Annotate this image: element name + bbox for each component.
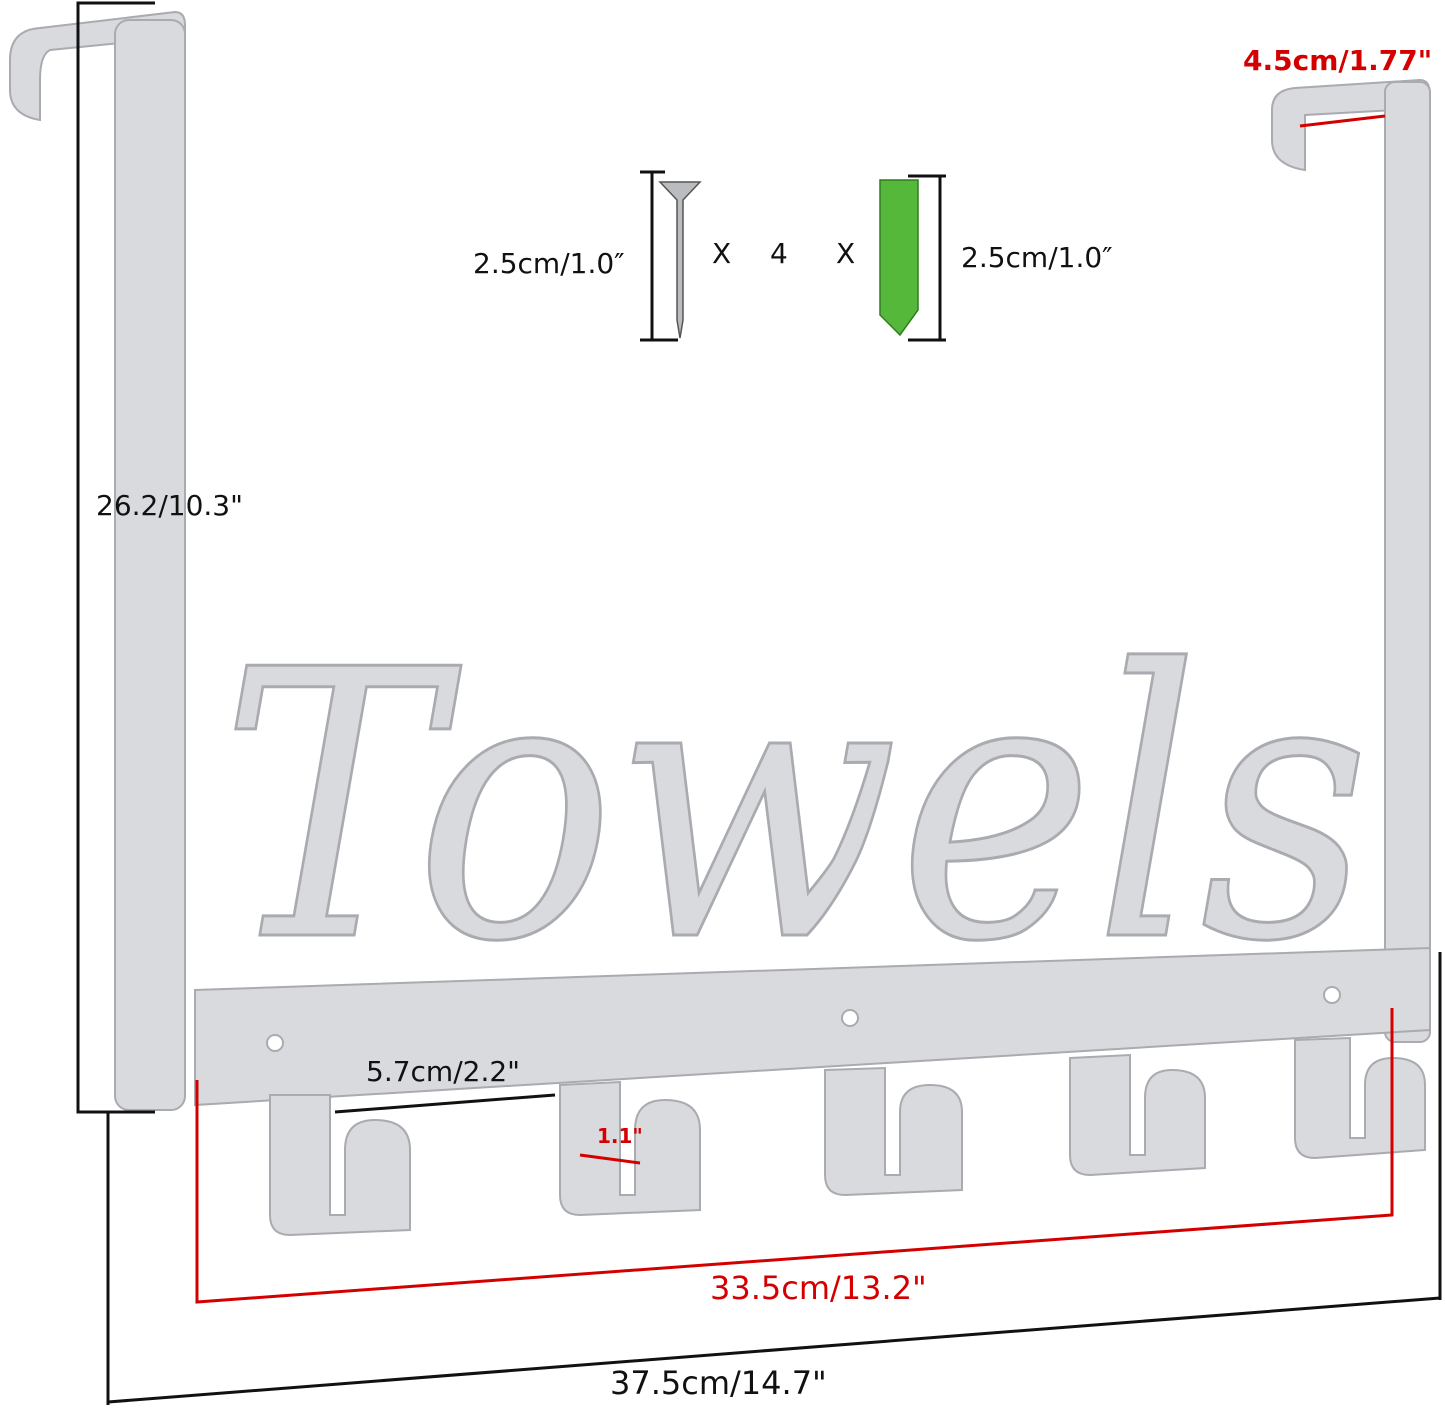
hook [1294,1036,1426,1160]
wall-anchor-icon [879,174,946,342]
hook-span-label: 33.5cm/13.2" [710,1269,927,1307]
towels-word: Towels [220,593,1370,1023]
hook [1069,1053,1206,1177]
total-width-label: 37.5cm/14.7" [610,1364,827,1402]
times-right-label: X [836,237,856,270]
red-dimension-lines [195,114,1394,1304]
hook [269,1094,411,1237]
quantity-label: 4 [770,237,788,270]
hook-spacing-label: 5.7cm/2.2" [366,1055,521,1088]
hook [824,1066,963,1197]
screw-size-label: 2.5cm/1.0″ [473,247,625,280]
right-frame-bar [1384,81,1431,1043]
hook-width-label: 1.1" [597,1124,643,1148]
height-label: 26.2/10.3" [96,489,243,522]
left-frame-bar [114,19,186,1111]
bottom-bar [194,946,1431,1107]
hook-depth-label: 4.5cm/1.77" [1243,44,1433,77]
screw-icon [640,170,702,342]
anchor-size-label: 2.5cm/1.0″ [961,241,1113,274]
black-dimension-lines [76,1,1442,1405]
times-left-label: X [712,237,732,270]
hook [559,1080,701,1217]
mounting-holes [266,986,1341,1052]
